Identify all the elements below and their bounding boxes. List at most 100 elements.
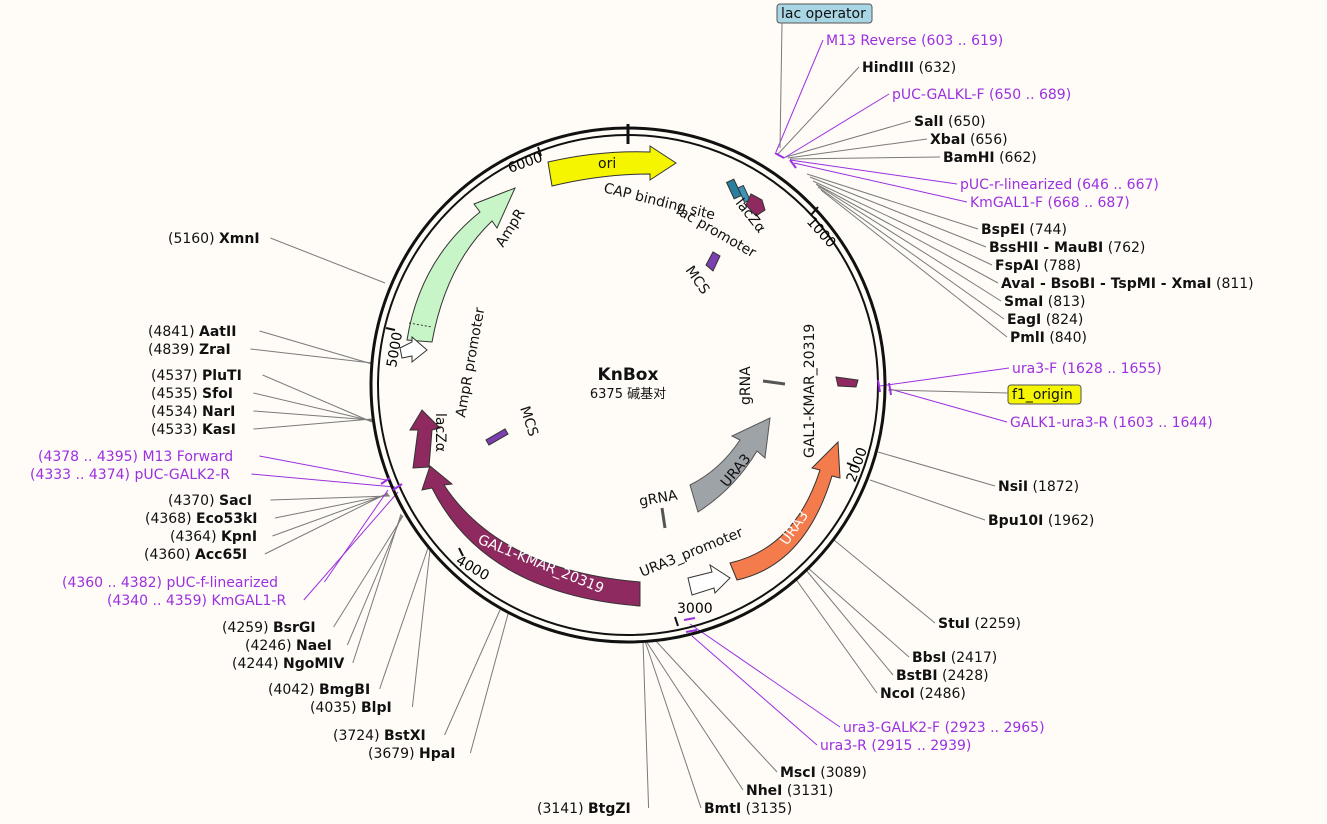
primer-label-39: M13 Reverse (603 .. 619) — [826, 33, 1003, 49]
tick-label-3000: 3000 — [677, 601, 713, 617]
enzyme-label-5: BssHII - MauBI (762) — [989, 240, 1145, 256]
enzyme-name: NheI — [746, 783, 782, 799]
enzyme-leader-13 — [833, 539, 936, 624]
tick-6000 — [537, 146, 542, 157]
primer-range: (4378 .. 4395) — [38, 449, 138, 465]
enzyme-leader-22 — [469, 613, 509, 754]
enzyme-label-6: FspAI (788) — [995, 258, 1081, 274]
enzyme-leader-29 — [274, 494, 390, 519]
primer-mark-left — [380, 477, 391, 485]
enzyme-label-14: BbsI (2417) — [912, 650, 997, 666]
primer-range: (2915 .. 2939) — [871, 738, 971, 754]
enzyme-label-28: (4370) SacI — [168, 493, 252, 509]
lacza-top-arrow — [745, 193, 766, 217]
enzyme-position: (4042) — [268, 682, 315, 698]
enzyme-position: (788) — [1043, 258, 1081, 274]
mcs-top-label: MCS — [682, 263, 713, 297]
primer-leader-49 — [323, 489, 389, 583]
enzyme-name: HindIII — [862, 60, 914, 76]
primer-mark-top — [774, 152, 785, 159]
enzyme-label-24: (4035) BlpI — [310, 700, 392, 716]
primer-mark-bottom2 — [685, 629, 698, 633]
enzyme-name: ZraI — [199, 342, 231, 358]
primer-leader-47 — [259, 455, 387, 481]
external-labels: HindIII (632)SalI (650)XbaI (656)BamHI (… — [30, 33, 1254, 817]
enzyme-position: (813) — [1048, 294, 1086, 310]
enzyme-position: (3141) — [537, 801, 584, 817]
enzyme-position: (2428) — [942, 668, 989, 684]
enzyme-label-25: (4259) BsrGI — [222, 620, 316, 636]
enzyme-position: (4839) — [148, 342, 195, 358]
enzyme-leader-37 — [250, 348, 373, 364]
enzyme-position: (2417) — [951, 650, 998, 666]
enzyme-label-17: MscI (3089) — [780, 765, 867, 781]
enzyme-position: (656) — [970, 132, 1008, 148]
enzyme-label-22: (3679) HpaI — [368, 746, 455, 762]
enzyme-leader-8 — [816, 184, 1002, 302]
enzyme-position: (762) — [1108, 240, 1146, 256]
enzyme-name: AatII — [199, 324, 236, 340]
ura3-promoter-arrow — [687, 563, 731, 596]
enzyme-position: (4535) — [151, 386, 198, 402]
enzyme-leader-32 — [262, 374, 373, 423]
primer-name: ura3-F — [1012, 361, 1057, 377]
enzyme-label-18: NheI (3131) — [746, 783, 833, 799]
enzyme-position: (811) — [1216, 276, 1254, 292]
primer-label-40: pUC-GALKL-F (650 .. 689) — [892, 87, 1071, 103]
mcs-left-label: MCS — [516, 404, 541, 438]
ori-arrow — [547, 145, 677, 187]
primer-label-41: pUC-r-linearized (646 .. 667) — [960, 177, 1159, 193]
enzyme-name: BstXI — [384, 728, 426, 744]
primer-label-43: ura3-F (1628 .. 1655) — [1012, 361, 1162, 377]
cap-site-marker — [725, 178, 743, 200]
enzyme-name: NcoI — [880, 686, 915, 702]
enzyme-position: (2259) — [974, 616, 1021, 632]
enzyme-label-32: (4537) PluTI — [151, 368, 242, 384]
enzyme-label-8: SmaI (813) — [1004, 294, 1085, 310]
enzyme-position: (4360) — [144, 547, 191, 563]
enzyme-leader-15 — [805, 569, 894, 676]
enzyme-leader-0 — [777, 66, 860, 155]
primer-range: (1628 .. 1655) — [1062, 361, 1162, 377]
enzyme-name: Acc65I — [195, 547, 247, 563]
tick-label-5000: 5000 — [384, 331, 406, 369]
enzyme-label-12: Bpu10I (1962) — [988, 513, 1094, 529]
primer-range: (646 .. 667) — [1077, 177, 1159, 193]
enzyme-leader-31 — [264, 492, 389, 555]
enzyme-leader-36 — [259, 330, 373, 365]
plasmid-length: 6375 碱基对 — [590, 387, 666, 402]
primer-name: pUC-r-linearized — [960, 177, 1072, 193]
primer-name: GALK1-ura3-R — [1010, 415, 1109, 431]
enzyme-leader-5 — [809, 176, 987, 248]
enzyme-name: KasI — [202, 422, 236, 438]
primer-range: (4360 .. 4382) — [62, 575, 162, 591]
enzyme-label-11: NsiI (1872) — [998, 479, 1079, 495]
primer-label-48: (4333 .. 4374) pUC-GALK2-R — [30, 467, 230, 483]
primer-mark-right2 — [888, 382, 892, 396]
enzyme-name: StuI — [938, 616, 970, 632]
enzyme-leader-17 — [654, 639, 778, 773]
primer-leader-41 — [789, 159, 958, 185]
kmar-big-arrow — [421, 465, 641, 607]
enzyme-label-15: BstBI (2428) — [896, 668, 989, 684]
enzyme-position: (744) — [1029, 222, 1067, 238]
enzyme-name: SacI — [219, 493, 252, 509]
enzyme-position: (4259) — [222, 620, 269, 636]
enzyme-leader-26 — [346, 514, 403, 646]
enzyme-label-2: XbaI (656) — [930, 132, 1008, 148]
enzyme-name: PmlI — [1010, 330, 1045, 346]
ura3-promoter-label: URA3_promoter — [638, 525, 746, 581]
primer-range: (4333 .. 4374) — [30, 467, 130, 483]
enzyme-name: NaeI — [296, 638, 332, 654]
grna-right-mark — [762, 379, 786, 386]
enzyme-leader-1 — [785, 120, 912, 158]
enzyme-label-29: (4368) Eco53kI — [145, 511, 258, 527]
enzyme-leader-34 — [253, 410, 373, 421]
primer-mark-bottom — [683, 617, 696, 621]
enzyme-leader-25 — [333, 515, 404, 628]
enzyme-label-38: (5160) XmnI — [168, 231, 260, 247]
enzyme-label-34: (4534) NarI — [151, 404, 235, 420]
enzyme-leader-27 — [352, 513, 402, 664]
enzyme-name: AvaI - BsoBI - TspMI - XmaI — [1001, 276, 1212, 292]
primer-range: (2923 .. 2965) — [945, 720, 1045, 736]
